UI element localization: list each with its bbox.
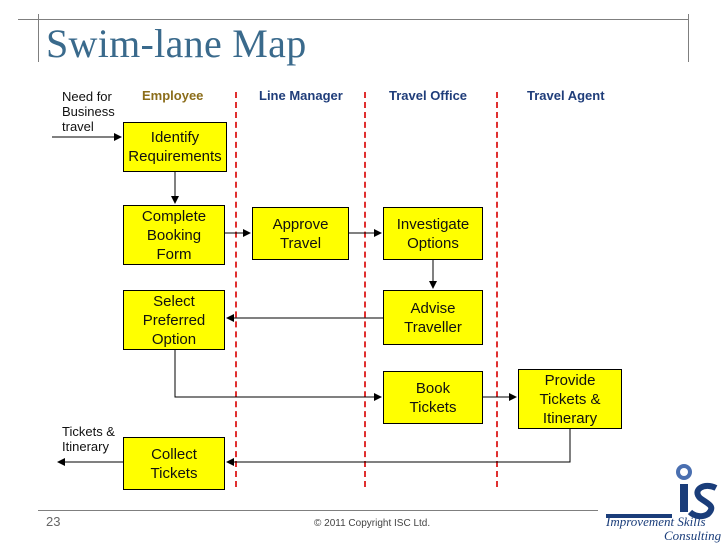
lane-header-travel-office: Travel Office	[389, 88, 468, 103]
start-label: Need for Business travel	[62, 89, 115, 134]
step-approve-travel: Approve Travel	[252, 207, 349, 260]
slide-frame-right	[688, 14, 689, 62]
step-collect-tickets: Collect Tickets	[123, 437, 225, 490]
step-identify-requirements: Identify Requirements	[123, 122, 227, 172]
logo-subtitle: Consulting	[664, 528, 722, 543]
lane-header-travel-agent: Travel Agent	[527, 88, 605, 103]
lane-divider	[496, 92, 498, 487]
lane-divider	[235, 92, 237, 487]
slide-frame-top	[18, 19, 688, 20]
page-number: 23	[46, 514, 61, 529]
isc-logo-icon	[606, 464, 718, 520]
end-label: Tickets & Itinerary	[62, 424, 115, 454]
step-book-tickets: Book Tickets	[383, 371, 483, 424]
logo-tagline: Improvement Skills	[606, 514, 706, 529]
flow-provide-to-collect	[226, 429, 571, 466]
slide-frame-left	[38, 14, 39, 62]
step-provide-tickets-itinerary: Provide Tickets & Itinerary	[518, 369, 622, 429]
lane-divider	[364, 92, 366, 487]
flow-select-to-book	[174, 350, 382, 401]
step-advise-traveller: Advise Traveller	[383, 290, 483, 345]
slide-frame-bottom	[38, 510, 598, 511]
step-complete-booking-form: Complete Booking Form	[123, 205, 225, 265]
copyright-text: © 2011 Copyright ISC Ltd.	[314, 518, 431, 529]
step-select-preferred-option: Select Preferred Option	[123, 290, 225, 350]
slide-title: Swim-lane Map	[46, 21, 307, 66]
step-investigate-options: Investigate Options	[383, 207, 483, 260]
lane-header-line-manager: Line Manager	[259, 88, 343, 103]
lane-header-employee: Employee	[142, 88, 204, 103]
